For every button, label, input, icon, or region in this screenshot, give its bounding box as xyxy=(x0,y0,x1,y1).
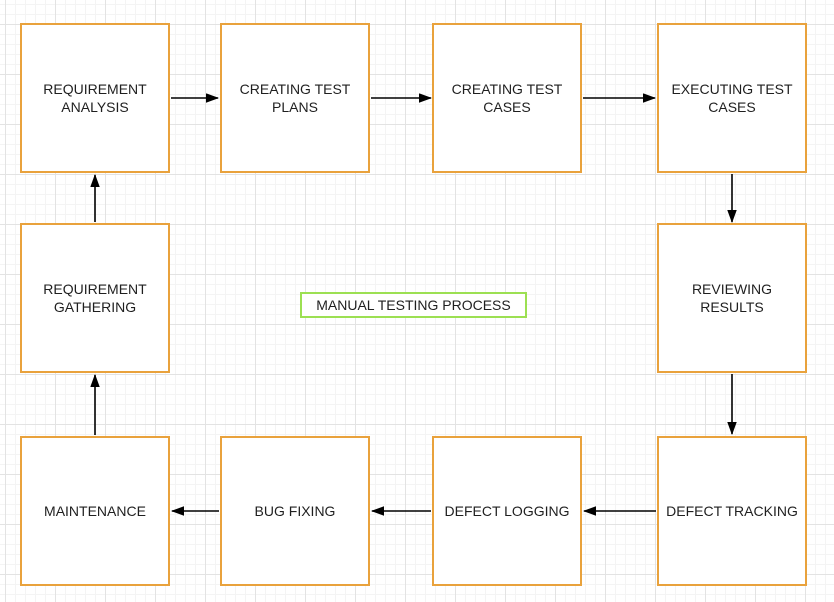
node-maintenance[interactable]: MAINTENANCE xyxy=(20,436,170,586)
node-label: REQUIREMENT GATHERING xyxy=(43,280,147,315)
node-label: EXECUTING TEST CASES xyxy=(671,80,793,115)
node-label: MAINTENANCE xyxy=(44,502,146,519)
diagram-title-label: MANUAL TESTING PROCESS xyxy=(316,297,511,313)
node-label: REVIEWING RESULTS xyxy=(691,280,773,315)
node-label: BUG FIXING xyxy=(254,502,336,519)
node-label: CREATING TEST CASES xyxy=(451,80,563,115)
node-requirement-analysis[interactable]: REQUIREMENT ANALYSIS xyxy=(20,23,170,173)
diagram-title-shape[interactable]: MANUAL TESTING PROCESS xyxy=(300,292,527,318)
node-label: DEFECT LOGGING xyxy=(444,502,570,519)
node-executing-test-cases[interactable]: EXECUTING TEST CASES xyxy=(657,23,807,173)
node-defect-tracking[interactable]: DEFECT TRACKING xyxy=(657,436,807,586)
node-label: DEFECT TRACKING xyxy=(666,502,798,519)
node-reviewing-results[interactable]: REVIEWING RESULTS xyxy=(657,223,807,373)
node-label: REQUIREMENT ANALYSIS xyxy=(43,80,147,115)
node-creating-test-plans[interactable]: CREATING TEST PLANS xyxy=(220,23,370,173)
node-defect-logging[interactable]: DEFECT LOGGING xyxy=(432,436,582,586)
node-creating-test-cases[interactable]: CREATING TEST CASES xyxy=(432,23,582,173)
node-bug-fixing[interactable]: BUG FIXING xyxy=(220,436,370,586)
node-label: CREATING TEST PLANS xyxy=(239,80,351,115)
node-requirement-gathering[interactable]: REQUIREMENT GATHERING xyxy=(20,223,170,373)
